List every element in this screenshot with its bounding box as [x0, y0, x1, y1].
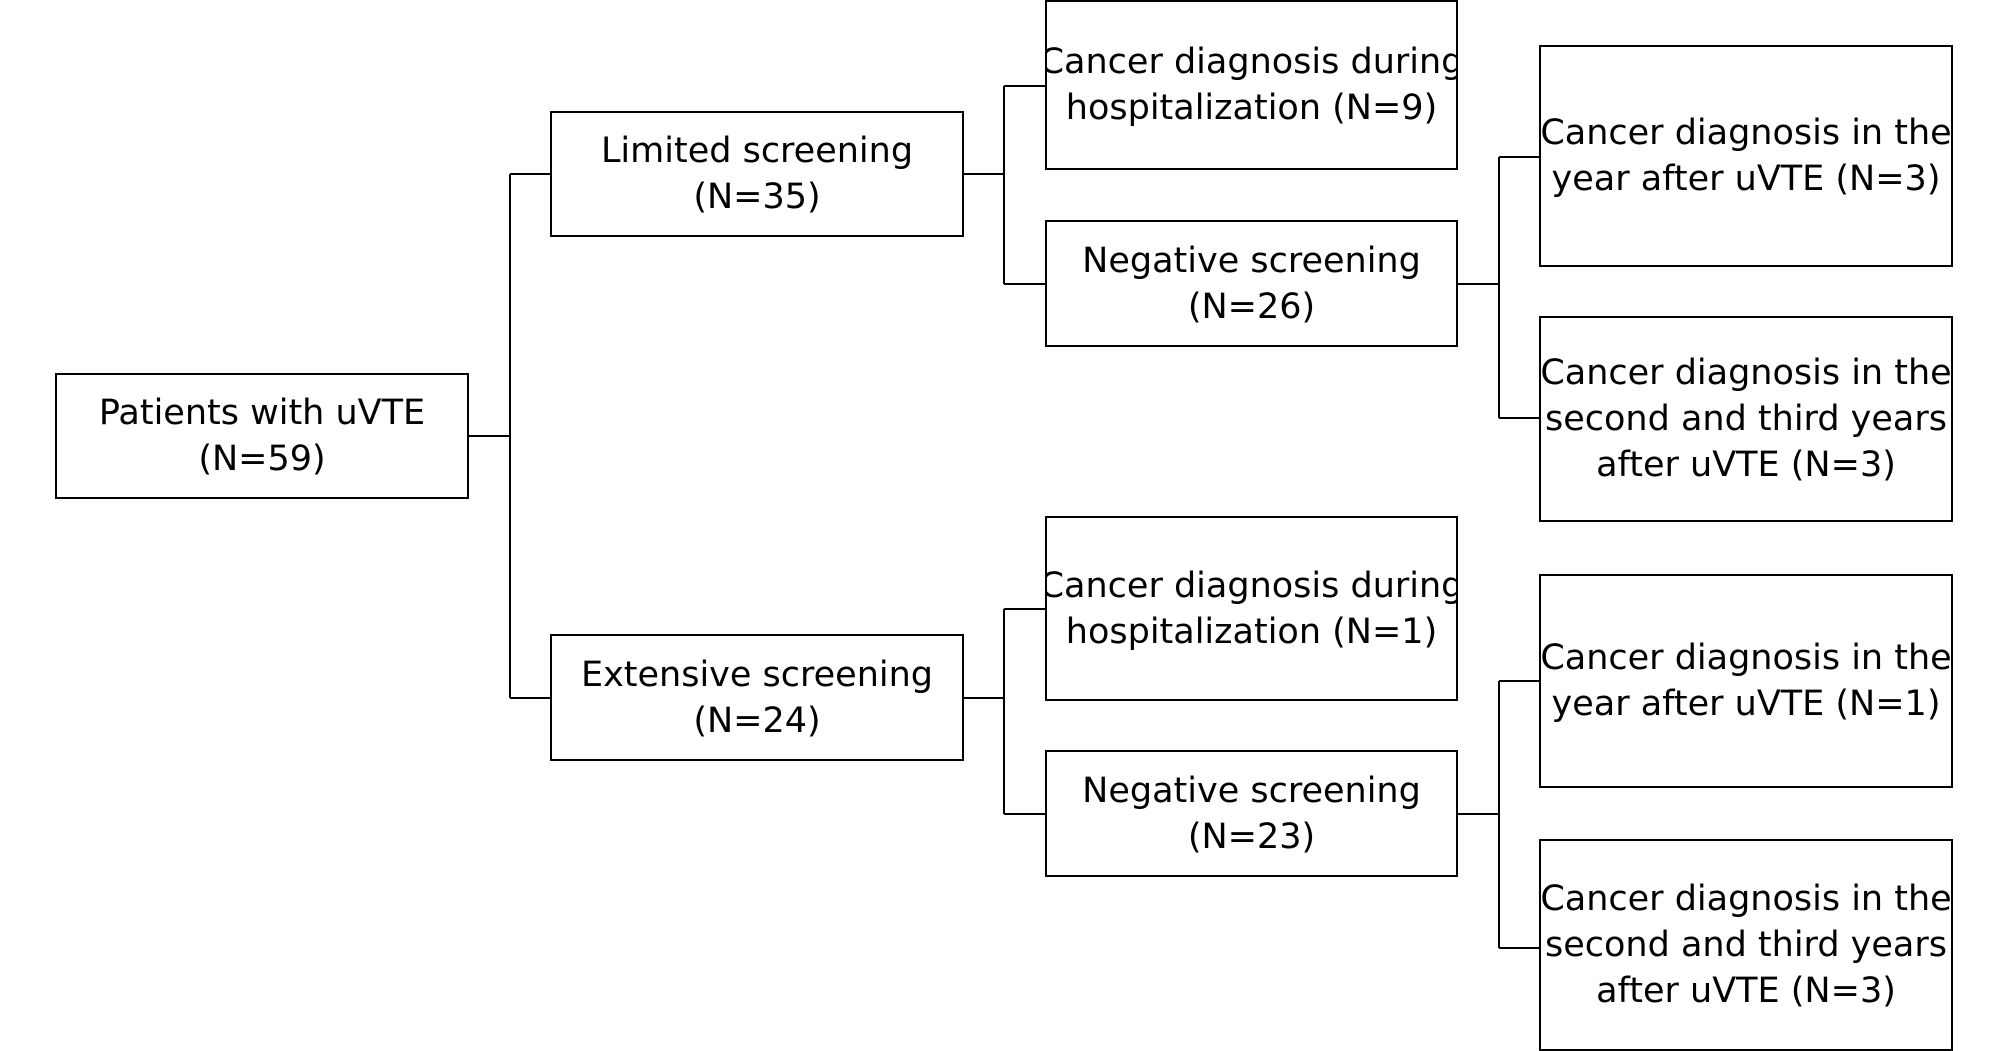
- limited-hospitalization-line2: hospitalization (N=9): [1065, 88, 1438, 128]
- limited-negative-screening-label: Negative screening: [1082, 240, 1421, 281]
- extensive-negative-screening-box: Negative screening (N=23): [1045, 750, 1458, 877]
- limited-year-after-line1: Cancer diagnosis in the: [1540, 113, 1952, 153]
- extensive-negative-screening-count: (N=23): [1187, 816, 1316, 857]
- extensive-screening-box: Extensive screening (N=24): [550, 634, 964, 761]
- extensive-year-after-line1: Cancer diagnosis in the: [1540, 638, 1952, 678]
- root-box: Patients with uVTE (N=59): [55, 373, 469, 499]
- extensive-second-third-years-box: Cancer diagnosis in the second and third…: [1539, 839, 1953, 1051]
- limited-screening-box: Limited screening (N=35): [550, 111, 964, 237]
- extensive-negative-screening-label: Negative screening: [1082, 770, 1421, 811]
- limited-screening-label: Limited screening: [600, 131, 914, 171]
- root-label: Patients with uVTE: [98, 393, 426, 433]
- limited-negative-screening-box: Negative screening (N=26): [1045, 220, 1458, 347]
- extensive-year-after-box: Cancer diagnosis in the year after uVTE …: [1539, 574, 1953, 788]
- limited-year-after-box: Cancer diagnosis in the year after uVTE …: [1539, 45, 1953, 267]
- limited-screening-count: (N=35): [693, 177, 821, 217]
- extensive-second-third-years-line2: second and third years: [1545, 925, 1947, 965]
- limited-second-third-years-line2: second and third years: [1545, 399, 1947, 439]
- root-count: (N=59): [198, 439, 326, 479]
- limited-second-third-years-line3: after uVTE (N=3): [1596, 445, 1896, 485]
- limited-second-third-years-box: Cancer diagnosis in the second and third…: [1539, 316, 1953, 522]
- extensive-hospitalization-box: Cancer diagnosis during hospitalization …: [1045, 516, 1458, 701]
- extensive-hospitalization-line2: hospitalization (N=1): [1065, 611, 1438, 652]
- limited-hospitalization-line1: Cancer diagnosis during: [1045, 42, 1458, 82]
- extensive-screening-count: (N=24): [693, 700, 821, 741]
- limited-negative-screening-count: (N=26): [1187, 286, 1316, 327]
- limited-second-third-years-line1: Cancer diagnosis in the: [1540, 353, 1952, 393]
- limited-year-after-line2: year after uVTE (N=3): [1551, 159, 1941, 199]
- extensive-year-after-line2: year after uVTE (N=1): [1551, 684, 1941, 724]
- extensive-second-third-years-line1: Cancer diagnosis in the: [1540, 879, 1952, 919]
- extensive-second-third-years-line3: after uVTE (N=3): [1596, 971, 1896, 1011]
- extensive-screening-label: Extensive screening: [580, 654, 934, 695]
- limited-hospitalization-box: Cancer diagnosis during hospitalization …: [1045, 0, 1458, 170]
- extensive-hospitalization-line1: Cancer diagnosis during: [1045, 565, 1458, 606]
